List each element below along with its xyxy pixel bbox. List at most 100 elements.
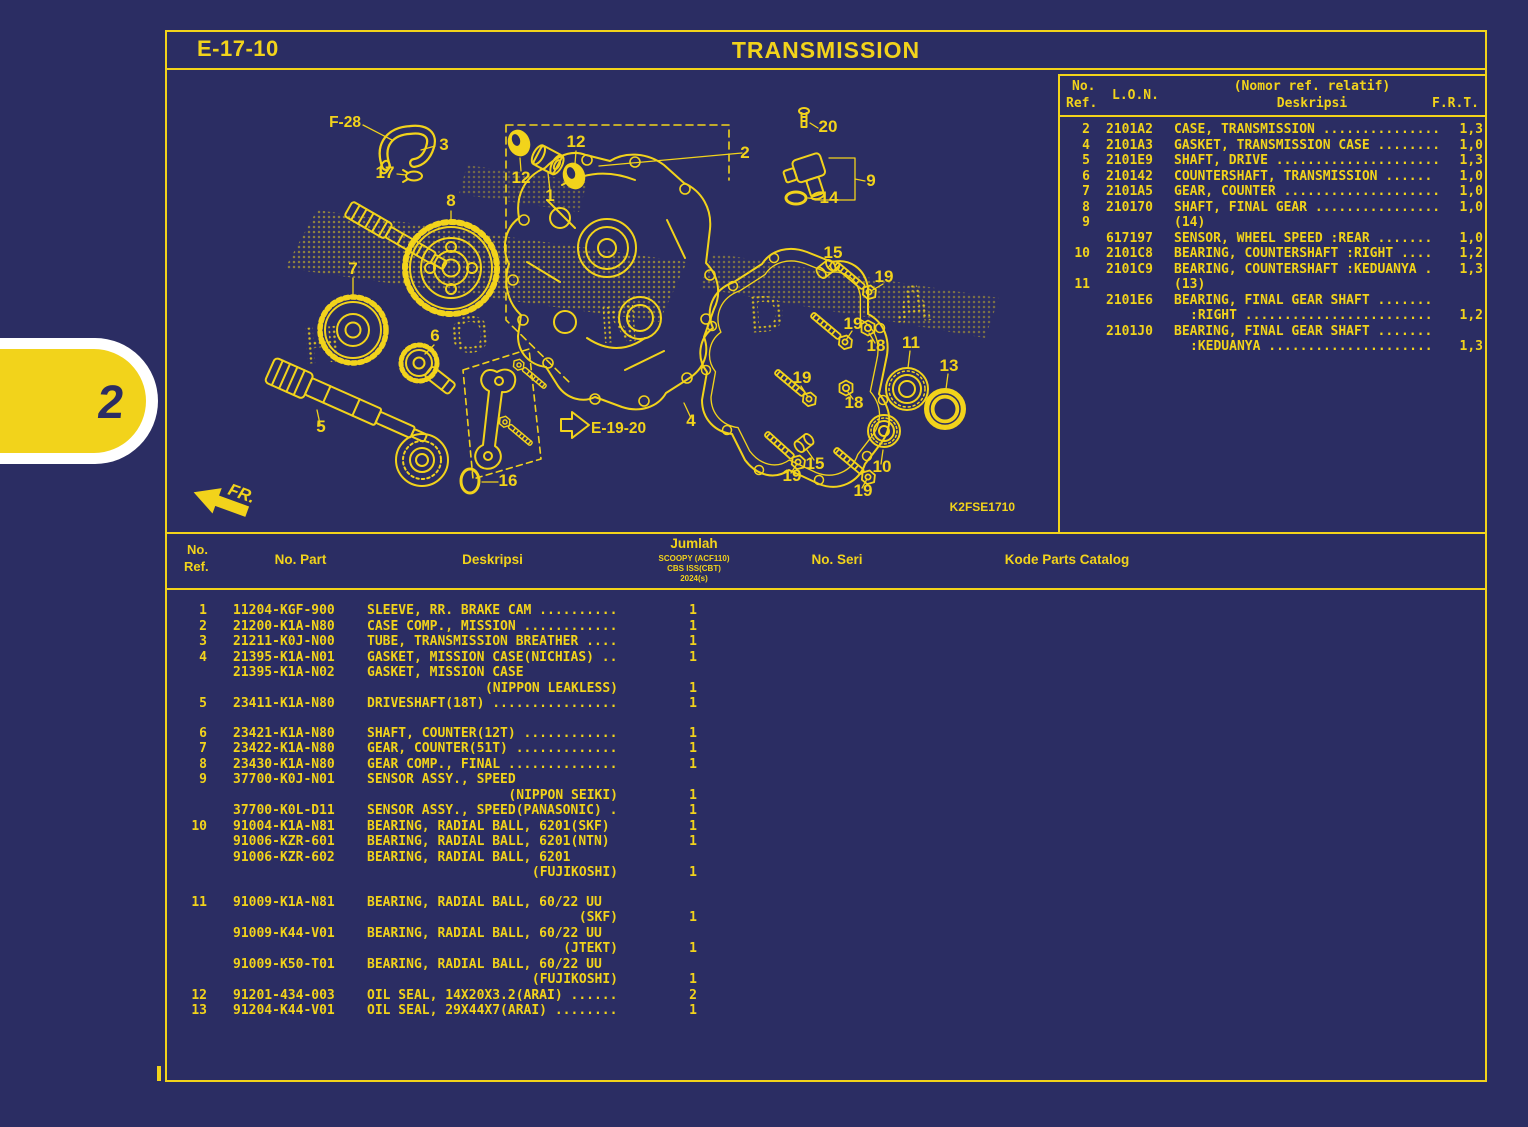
frt-cell <box>1446 324 1483 340</box>
counter-gear <box>317 294 389 366</box>
parts-table-row: (NIPPON SEIKI)1 <box>167 788 1485 804</box>
frt-cell: 1,0 <box>1459 230 1483 246</box>
seal-cap-right <box>562 162 586 190</box>
description-cell: CASE COMP., MISSION ............ <box>367 618 618 634</box>
part-number-cell <box>233 681 367 697</box>
description-cell: (NIPPON SEIKI) <box>508 787 618 803</box>
diagram-callout: 12 <box>512 168 531 187</box>
description-cell: BEARING, RADIAL BALL, 60/22 UU <box>367 894 602 910</box>
ref-cell <box>167 865 207 881</box>
ref-cell <box>167 850 207 866</box>
description-cell: (FUJIKOSHI) <box>531 972 618 987</box>
frt-cell: 1,3 <box>1459 122 1483 137</box>
section-bookmark-tab[interactable]: 2 <box>0 338 158 464</box>
diagram-ref-link[interactable]: F-28 <box>329 114 361 131</box>
sensor-bracket <box>474 368 517 470</box>
quantity-cell <box>618 957 768 973</box>
lon-cell: 2101C8 <box>1106 246 1153 261</box>
diagram-callout: 6 <box>430 326 439 345</box>
diagram-callout: 3 <box>439 135 448 154</box>
part-number-cell: 23422-K1A-N80 <box>233 741 335 756</box>
desc-cell: :KEDUANYA ..................... <box>1190 339 1433 354</box>
collar <box>791 431 817 455</box>
part-number-cell: 91004-K1A-N81 <box>233 818 335 834</box>
ref-cell: 4 <box>199 649 207 665</box>
ref-cell <box>1060 308 1090 324</box>
diagram-callout: 1 <box>545 186 554 205</box>
diagram-callout: 11 <box>902 333 920 352</box>
ref-cell: 8 <box>1082 199 1090 215</box>
description-cell: (NIPPON LEAKLESS) <box>484 680 618 696</box>
diagram-callout: 7 <box>348 259 357 278</box>
frt-cell: 1,2 <box>1459 308 1483 323</box>
desc-cell: GASKET, TRANSMISSION CASE ........ <box>1174 137 1441 153</box>
diagram-ref-link[interactable]: E-19-20 <box>591 420 646 437</box>
parts-table-row: (SKF)1 <box>167 910 1485 926</box>
part-number-cell: 91006-KZR-602 <box>233 849 335 865</box>
parts-col-no-label: No. <box>187 542 208 557</box>
diagram-callout: 13 <box>940 356 959 375</box>
case-gasket <box>699 247 891 488</box>
part-number-cell: 91201-434-003 <box>233 987 335 1003</box>
part-number-cell <box>233 972 367 988</box>
part-number-cell: 23421-K1A-N80 <box>233 725 335 741</box>
lon-cell: 2101E6 <box>1106 292 1153 308</box>
diagram-callout: 18 <box>845 393 864 412</box>
quantity-cell: 1 <box>689 756 697 772</box>
e-19-20-arrow <box>560 411 590 439</box>
part-number-cell: 11204-KGF-900 <box>233 603 335 618</box>
diagram-callout: 19 <box>875 267 894 286</box>
quantity-cell: 1 <box>689 618 697 634</box>
lon-cell <box>1106 339 1166 355</box>
ref-cell: 10 <box>191 818 207 834</box>
diagram-callout: 8 <box>446 191 455 210</box>
lon-cell: 617197 <box>1106 230 1153 246</box>
description-cell: BEARING, RADIAL BALL, 60/22 UU <box>367 956 602 972</box>
ref-cell: 7 <box>1082 184 1090 199</box>
diagram-callout: 19 <box>844 314 863 333</box>
ref-cell: 12 <box>191 987 207 1003</box>
ref-table-row: :KEDUANYA .....................1,3 <box>1060 339 1485 355</box>
diagram-callout: 16 <box>499 471 518 490</box>
quantity-cell: 1 <box>689 865 697 880</box>
ref-cell: 11 <box>191 894 207 910</box>
case-dashed-boundary <box>505 124 730 383</box>
sensor-bolt <box>798 107 810 128</box>
fr-arrow <box>193 488 250 517</box>
catalog-frame: E-17-10 TRANSMISSION <box>165 30 1487 1082</box>
part-number-cell <box>233 865 367 881</box>
description-cell: SENSOR ASSY., SPEED(PANASONIC) . <box>367 803 618 818</box>
diagram-callout: 2 <box>740 143 749 162</box>
quantity-cell: 1 <box>689 834 697 849</box>
ref-cell <box>1060 231 1090 247</box>
transmission-case <box>503 151 720 411</box>
parts-col-ref-label: Ref. <box>184 559 209 574</box>
description-cell: (SKF) <box>578 910 618 925</box>
ref-cell: 9 <box>199 772 207 787</box>
bearing-11 <box>885 367 929 411</box>
description-cell: BEARING, RADIAL BALL, 60/22 UU <box>367 925 602 941</box>
part-number-cell: 91006-KZR-601 <box>233 834 335 849</box>
part-number-cell: 23411-K1A-N80 <box>233 696 335 711</box>
final-gear-shaft <box>264 357 428 443</box>
part-number-cell: 21200-K1A-N80 <box>233 618 335 634</box>
parts-table-row: (JTEKT)1 <box>167 941 1485 957</box>
ref-cell: 1 <box>199 603 207 618</box>
desc-cell: BEARING, COUNTERSHAFT :KEDUANYA . <box>1174 261 1433 277</box>
